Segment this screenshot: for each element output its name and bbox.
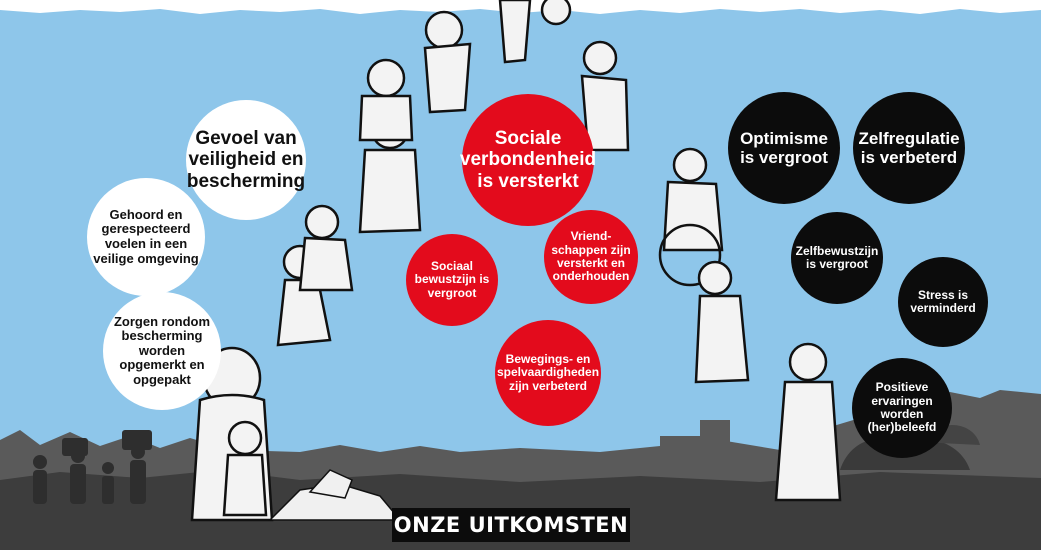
bubble-movement-play-skills: Bewegings- en spelvaardigheden zijn verb…	[495, 320, 601, 426]
bubble-social-awareness: Sociaal bewustzijn is vergroot	[406, 234, 498, 326]
bubble-positive-experiences: Positieve ervaringen worden (her)beleefd	[852, 358, 952, 458]
bubble-friendships: Vriend-schappen zijn versterkt en onderh…	[544, 210, 638, 304]
bubble-heard-respected: Gehoord en gerespecteerd voelen in een v…	[87, 178, 205, 296]
title-banner: ONZE UITKOMSTEN	[392, 508, 630, 542]
bubble-self-regulation: Zelfregulatie is verbeterd	[853, 92, 965, 204]
rubble-pile	[268, 469, 402, 521]
bubble-social-connectedness: Sociale verbondenheid is versterkt	[460, 94, 596, 226]
walking-silhouettes	[33, 430, 152, 504]
bubble-protection-concerns: Zorgen rondom bescherming worden opgemer…	[103, 292, 221, 410]
bubble-stress-reduced: Stress is verminderd	[898, 257, 988, 347]
bubble-safety-protection: Gevoel van veiligheid en bescherming	[186, 100, 306, 220]
bubble-self-awareness: Zelfbewustzijn is vergroot	[791, 212, 883, 304]
bubble-optimism: Optimisme is vergroot	[728, 92, 840, 204]
human-arch	[190, 0, 842, 522]
